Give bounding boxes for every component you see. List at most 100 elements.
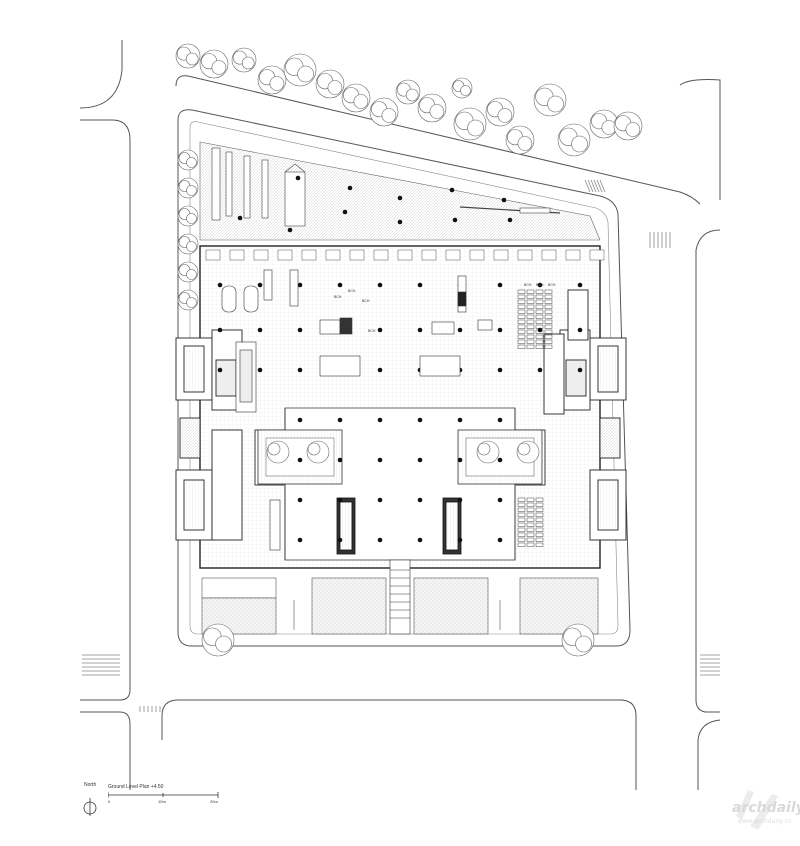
- column: [337, 537, 343, 543]
- scale-label: 20m: [210, 799, 218, 804]
- tree: [485, 97, 515, 127]
- column: [417, 457, 423, 463]
- south-landscape: [201, 577, 599, 635]
- plan-title: Ground Level Plan +4.50: [108, 784, 164, 790]
- window-bay: [493, 249, 509, 261]
- column: [501, 197, 507, 203]
- column: [297, 367, 303, 373]
- tree: [613, 111, 643, 141]
- plaza-benches: [211, 147, 306, 227]
- furniture-label: BCH: [348, 289, 356, 293]
- seat: [535, 314, 544, 319]
- seat: [517, 309, 526, 314]
- column: [457, 327, 463, 333]
- seat: [535, 294, 544, 299]
- crosswalk-stripe: [587, 179, 594, 193]
- seat: [526, 512, 535, 517]
- tree: [589, 109, 619, 139]
- watermark-url: www.archdaily.cn: [738, 819, 792, 825]
- seat: [526, 527, 535, 532]
- seat: [517, 537, 526, 542]
- tree: [533, 83, 567, 117]
- seating-east: [517, 289, 553, 547]
- tree: [505, 125, 535, 155]
- column: [577, 367, 583, 373]
- column: [377, 327, 383, 333]
- seat: [517, 497, 526, 502]
- seat: [526, 507, 535, 512]
- seat: [517, 542, 526, 547]
- tree: [561, 623, 595, 657]
- seat: [517, 512, 526, 517]
- seat: [517, 527, 526, 532]
- trees: [175, 43, 643, 657]
- seat: [517, 344, 526, 349]
- seat: [544, 334, 553, 339]
- tree: [177, 205, 199, 227]
- crosswalks: [82, 179, 720, 712]
- column: [507, 217, 513, 223]
- tree: [283, 53, 317, 87]
- tree: [557, 123, 591, 157]
- column: [497, 497, 503, 503]
- seat: [526, 502, 535, 507]
- tree: [453, 107, 487, 141]
- column: [417, 497, 423, 503]
- column: [457, 497, 463, 503]
- seat: [535, 497, 544, 502]
- window-bay: [589, 249, 605, 261]
- tree: [177, 289, 199, 311]
- column: [297, 282, 303, 288]
- seat: [535, 344, 544, 349]
- seat: [535, 512, 544, 517]
- seat: [526, 289, 535, 294]
- column: [337, 457, 343, 463]
- column: [577, 327, 583, 333]
- furniture-label: BCH: [362, 299, 370, 303]
- scale-bar: [108, 792, 219, 798]
- tree: [476, 440, 500, 464]
- tree: [257, 65, 287, 95]
- column: [497, 537, 503, 543]
- seat: [535, 532, 544, 537]
- seat: [535, 299, 544, 304]
- south-entrance-stair: [389, 559, 411, 635]
- tree: [306, 440, 330, 464]
- crosswalk-stripe: [584, 179, 591, 193]
- seat: [526, 344, 535, 349]
- window-bay: [565, 249, 581, 261]
- seat: [517, 507, 526, 512]
- seat: [526, 329, 535, 334]
- seat: [544, 329, 553, 334]
- column: [297, 417, 303, 423]
- seat: [544, 319, 553, 324]
- tree: [341, 83, 371, 113]
- seat: [526, 522, 535, 527]
- column: [337, 282, 343, 288]
- seat: [535, 502, 544, 507]
- west-core: [175, 329, 243, 541]
- tree: [315, 69, 345, 99]
- watermark-logo: archdaily www.archdaily.cn: [728, 786, 800, 838]
- seat: [535, 339, 544, 344]
- furniture-label: BCH: [368, 329, 376, 333]
- seat: [535, 522, 544, 527]
- seat: [526, 309, 535, 314]
- tree: [177, 149, 199, 171]
- seat: [526, 537, 535, 542]
- seat: [535, 304, 544, 309]
- column: [537, 282, 543, 288]
- seat: [517, 294, 526, 299]
- street-blocks: [79, 40, 721, 790]
- seat: [535, 507, 544, 512]
- seat: [517, 532, 526, 537]
- column: [417, 417, 423, 423]
- seat: [535, 542, 544, 547]
- north-plaza: [199, 141, 601, 241]
- seat: [517, 339, 526, 344]
- scale-label: 0: [108, 799, 111, 804]
- window-bay: [445, 249, 461, 261]
- furniture-label: BCH: [548, 283, 556, 287]
- column: [577, 282, 583, 288]
